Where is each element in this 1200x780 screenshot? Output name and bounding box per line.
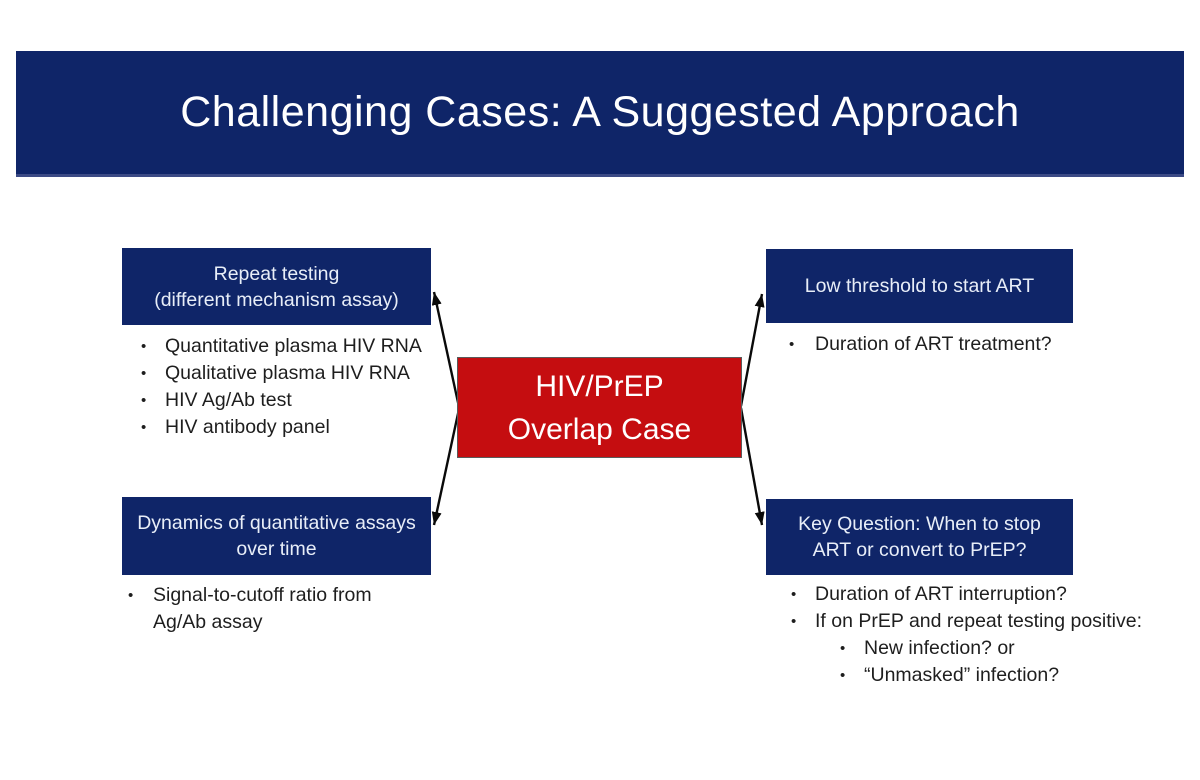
list-item-text: If on PrEP and repeat testing positive:: [815, 610, 1143, 632]
bullet-icon: •: [791, 613, 797, 630]
bullet-icon: •: [791, 586, 797, 603]
header-line: ART or convert to PrEP?: [812, 539, 1027, 561]
list-item: • HIV Ag/Ab test: [141, 387, 446, 414]
list-item-text: HIV antibody panel: [165, 416, 330, 438]
list-item: • Signal-to-cutoff ratio from Ag/Ab assa…: [128, 582, 413, 636]
list-item-text: Quantitative plasma HIV RNA: [165, 335, 422, 357]
list-item-text: New infection? or: [864, 637, 1015, 659]
sub-list-item: • “Unmasked” infection?: [791, 662, 1171, 689]
list-item: • Qualitative plasma HIV RNA: [141, 360, 446, 387]
slide-title: Challenging Cases: A Suggested Approach: [180, 88, 1020, 136]
bullet-icon: •: [128, 587, 134, 604]
header-line: Repeat testing: [213, 262, 340, 285]
list-item-text: Signal-to-cutoff ratio from Ag/Ab assay: [153, 584, 372, 633]
list-item: • HIV antibody panel: [141, 414, 446, 441]
bullet-list-repeat-testing: • Quantitative plasma HIV RNA • Qualitat…: [141, 333, 446, 441]
title-banner: Challenging Cases: A Suggested Approach: [16, 51, 1184, 177]
bullet-icon: •: [141, 419, 147, 436]
list-item-text: Duration of ART treatment?: [815, 333, 1052, 355]
header-box-repeat-testing: Repeat testing (different mechanism assa…: [122, 248, 431, 325]
list-item: • Quantitative plasma HIV RNA: [141, 333, 446, 360]
list-item-text: Duration of ART interruption?: [815, 583, 1067, 605]
sub-list-item: • New infection? or: [791, 635, 1171, 662]
arrow-to-top-right: [739, 293, 765, 407]
center-topic-line2: Overlap Case: [507, 412, 692, 446]
bullet-list-key-question: • Duration of ART interruption? • If on …: [791, 581, 1171, 689]
bullet-icon: •: [141, 365, 147, 382]
list-item-text: HIV Ag/Ab test: [165, 389, 292, 411]
list-item: • Duration of ART interruption?: [791, 581, 1171, 608]
header-box-low-threshold: Low threshold to start ART: [766, 249, 1073, 323]
bullet-icon: •: [141, 338, 147, 355]
bullet-list-dynamics: • Signal-to-cutoff ratio from Ag/Ab assa…: [128, 582, 413, 636]
bullet-icon: •: [789, 336, 795, 353]
header-line: (different mechanism assay): [154, 288, 399, 311]
header-box-dynamics: Dynamics of quantitative assays over tim…: [122, 497, 431, 575]
header-line: Low threshold to start ART: [804, 275, 1035, 297]
header-line: over time: [236, 538, 317, 560]
list-item-text: Qualitative plasma HIV RNA: [165, 362, 410, 384]
list-item: • Duration of ART treatment?: [789, 331, 1089, 358]
list-item-text: “Unmasked” infection?: [864, 664, 1060, 686]
header-line: Dynamics of quantitative assays: [137, 512, 416, 534]
bullet-list-low-threshold: • Duration of ART treatment?: [789, 331, 1089, 358]
center-topic-line1: HIV/PrEP: [535, 369, 664, 403]
header-line: Key Question: When to stop: [798, 513, 1041, 535]
bullet-icon: •: [840, 640, 846, 657]
arrow-to-bottom-right: [739, 407, 765, 526]
bullet-icon: •: [141, 392, 147, 409]
bullet-icon: •: [840, 667, 846, 684]
list-item: • If on PrEP and repeat testing positive…: [791, 608, 1171, 635]
center-topic-box: HIV/PrEP Overlap Case: [457, 357, 742, 458]
header-box-key-question: Key Question: When to stop ART or conver…: [766, 499, 1073, 575]
